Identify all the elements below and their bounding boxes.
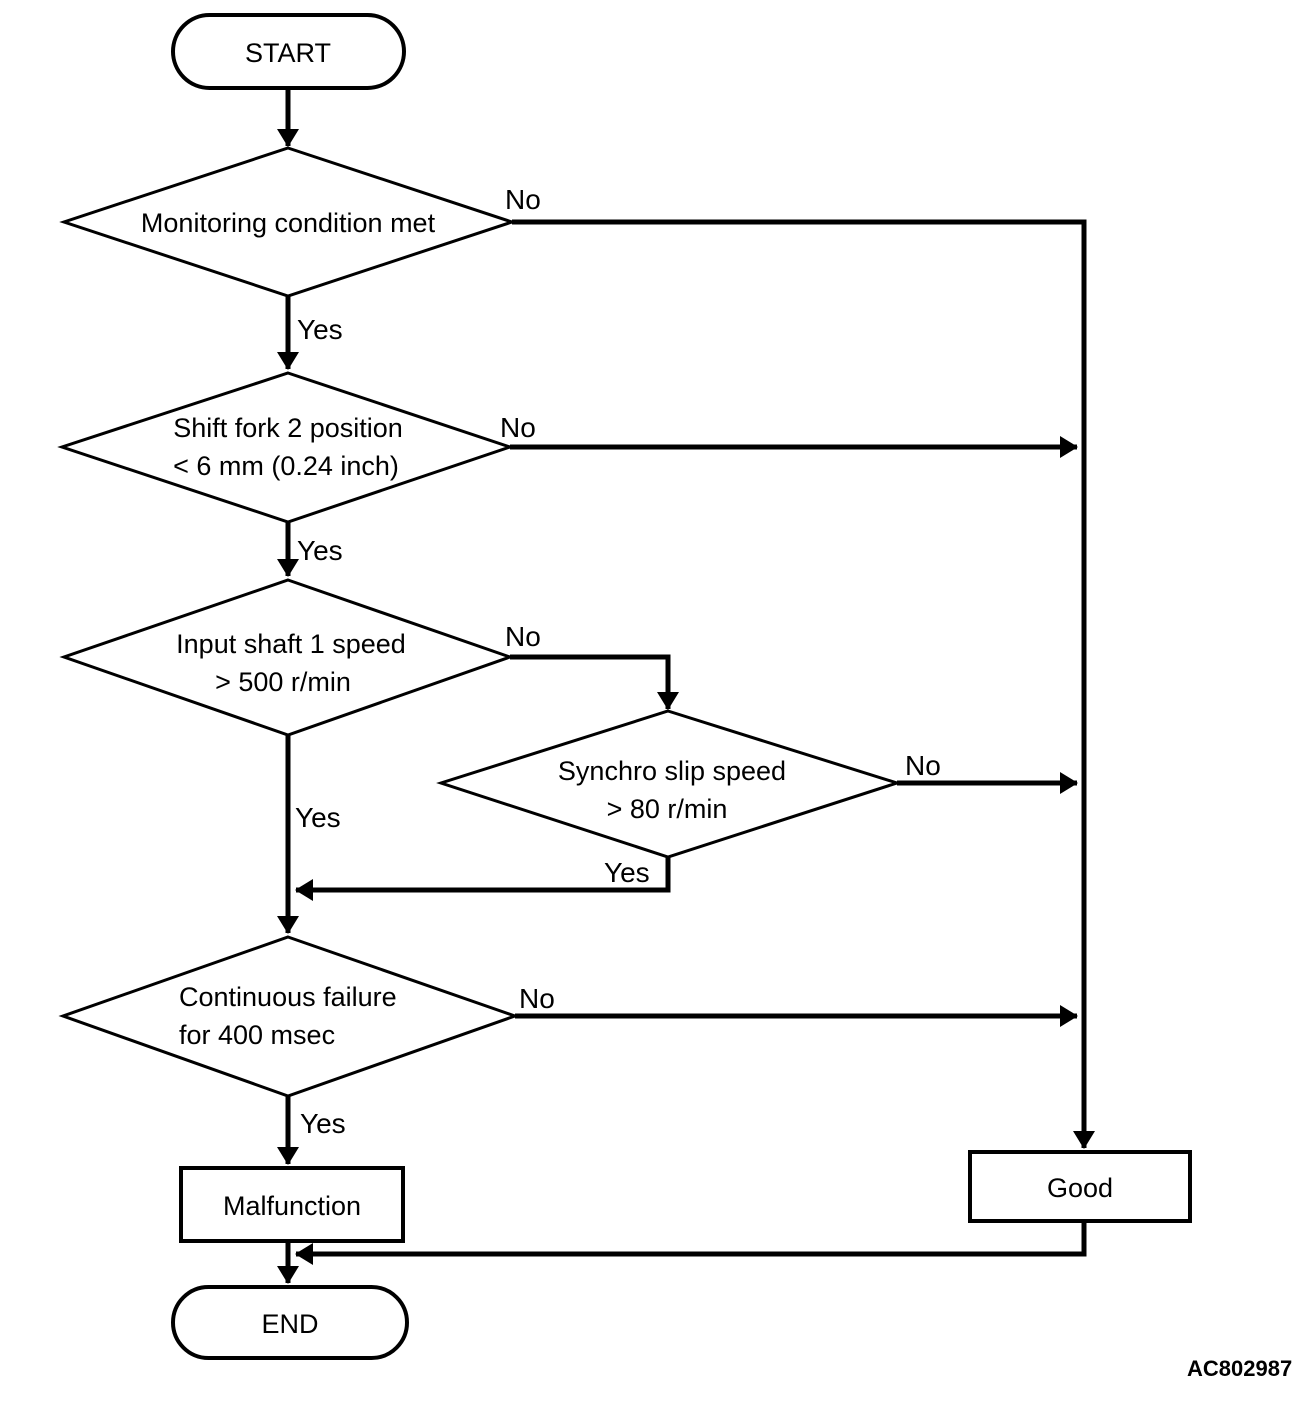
node-continuous-decision: Continuous failure for 400 msec: [58, 935, 520, 1098]
synchro-decision-shape: [436, 709, 902, 859]
label-shiftfork-no: No: [500, 412, 536, 443]
shiftfork-label-line2: < 6 mm (0.24 inch): [173, 451, 399, 481]
synchro-label-line1: Synchro slip speed: [558, 756, 786, 786]
monitoring-decision-shape: [59, 146, 517, 298]
end-terminator-shape: [171, 1285, 409, 1360]
good-label: Good: [1047, 1173, 1113, 1203]
node-monitoring-decision: Monitoring condition met: [59, 146, 517, 298]
inputshaft-label-line2: > 500 r/min: [215, 667, 351, 697]
continuous-label-line2: for 400 msec: [179, 1020, 335, 1050]
start-terminator-shape: [171, 13, 406, 90]
label-synchro-yes: Yes: [604, 857, 650, 888]
inputshaft-label-line1: Input shaft 1 speed: [176, 629, 406, 659]
malfunction-process-shape: [179, 1166, 405, 1243]
edge-monitoring-no-good: [512, 219, 1095, 1149]
malfunction-label: Malfunction: [223, 1191, 361, 1221]
label-continuous-yes: Yes: [300, 1108, 346, 1139]
start-label: START: [245, 38, 331, 68]
label-inputshaft-yes: Yes: [295, 802, 341, 833]
label-continuous-no: No: [519, 983, 555, 1014]
figure-code: AC802987: [1187, 1356, 1292, 1381]
inputshaft-decision-shape: [59, 578, 515, 737]
node-shiftfork-decision: Shift fork 2 position < 6 mm (0.24 inch): [57, 371, 515, 524]
node-malfunction: Malfunction: [179, 1166, 405, 1243]
branch-labels: No Yes No Yes No Yes No Yes No Yes: [295, 184, 941, 1139]
node-inputshaft-decision: Input shaft 1 speed > 500 r/min: [59, 578, 515, 737]
node-end: END: [171, 1285, 409, 1360]
label-shiftfork-yes: Yes: [297, 535, 343, 566]
monitoring-label: Monitoring condition met: [141, 208, 436, 238]
label-monitoring-no: No: [505, 184, 541, 215]
continuous-decision-shape: [58, 935, 520, 1098]
good-process-shape: [968, 1150, 1192, 1223]
node-start: START: [171, 13, 406, 90]
shiftfork-label-line1: Shift fork 2 position: [173, 413, 403, 443]
label-monitoring-yes: Yes: [297, 314, 343, 345]
edges: [277, 88, 1095, 1284]
shiftfork-decision-shape: [57, 371, 515, 524]
synchro-label-line2: > 80 r/min: [607, 794, 728, 824]
continuous-label-line1: Continuous failure: [179, 982, 397, 1012]
node-good: Good: [968, 1150, 1192, 1223]
edge-synchro-yes-continuous: [295, 857, 671, 901]
edge-good-end: [295, 1221, 1087, 1265]
node-synchro-decision: Synchro slip speed > 80 r/min: [436, 709, 902, 859]
label-synchro-no: No: [905, 750, 941, 781]
end-label: END: [261, 1309, 318, 1339]
edge-inputshaft-no-synchro: [510, 654, 679, 710]
label-inputshaft-no: No: [505, 621, 541, 652]
